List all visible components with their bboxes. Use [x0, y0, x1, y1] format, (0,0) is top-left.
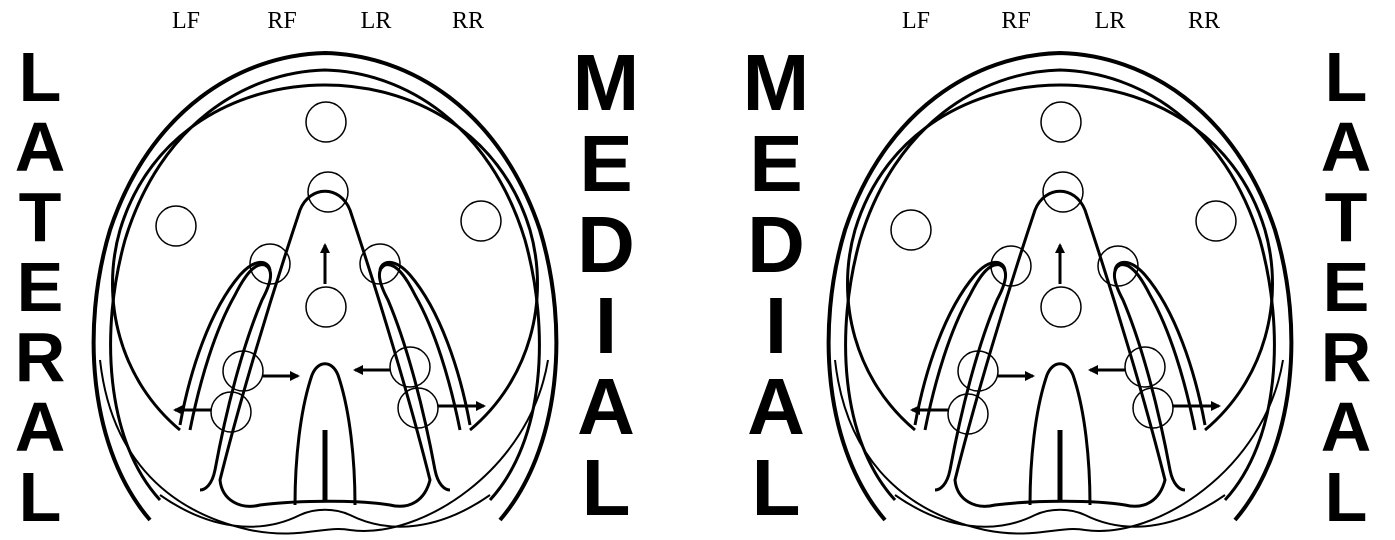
circle-icon: [156, 206, 196, 246]
circle-icon: [1041, 287, 1081, 327]
bar-left: [190, 265, 271, 490]
circle-icon: [306, 287, 346, 327]
circle-icon: [461, 201, 501, 241]
bar-right: [379, 265, 460, 490]
circle-icon: [891, 210, 931, 250]
hoof-panel-right: LF RF LR RR M E D I A L L A T E R A L: [698, 0, 1395, 540]
hoof-diagram: [0, 0, 697, 540]
circle-icon: [306, 102, 346, 142]
hoof-panel-left: LF RF LR RR L A T E R A L M E D I A L: [0, 0, 697, 540]
bar-right: [1114, 265, 1195, 490]
circle-icon: [1196, 201, 1236, 241]
circle-icon: [1041, 102, 1081, 142]
hoof-diagram: [698, 0, 1395, 540]
bar-left: [925, 265, 1006, 490]
